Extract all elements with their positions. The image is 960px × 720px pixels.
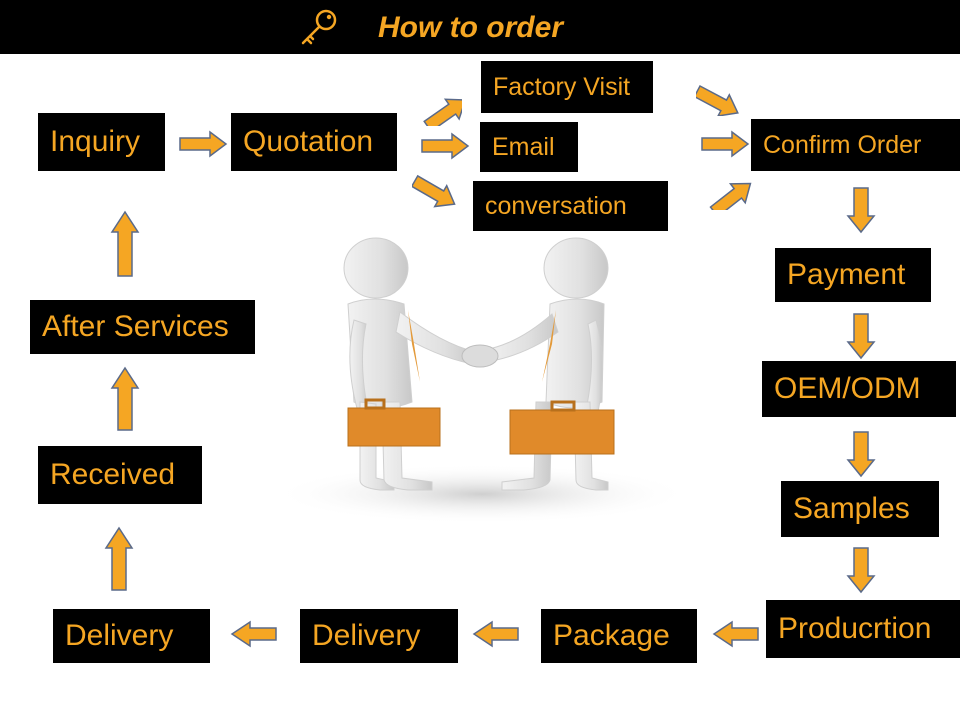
arrow-up-icon xyxy=(104,526,134,591)
header-bar xyxy=(0,0,960,54)
arrow-up-icon xyxy=(110,210,140,277)
page-title: How to order xyxy=(378,11,563,44)
step-package: Package xyxy=(541,609,697,663)
arrow-right-icon xyxy=(179,130,228,158)
step-email: Email xyxy=(480,122,578,172)
arrow-down-icon xyxy=(846,313,876,360)
step-oem-odm: OEM/ODM xyxy=(762,361,956,417)
arrow-up-icon xyxy=(110,366,140,431)
step-delivery-2: Delivery xyxy=(300,609,458,663)
step-inquiry: Inquiry xyxy=(38,113,165,171)
handshake-illustration xyxy=(272,237,692,524)
step-samples: Samples xyxy=(781,481,939,537)
arrow-down-icon xyxy=(846,431,876,478)
key-icon xyxy=(301,9,337,45)
step-conversation: conversation xyxy=(473,181,668,231)
step-production: Producrtion xyxy=(766,600,960,658)
step-received: Received xyxy=(38,446,202,504)
arrow-left-icon xyxy=(712,620,759,648)
step-delivery-1: Delivery xyxy=(53,609,210,663)
step-after-services: After Services xyxy=(30,300,255,354)
arrow-left-icon xyxy=(230,620,277,648)
arrow-right-icon xyxy=(421,132,470,160)
step-payment: Payment xyxy=(775,248,931,302)
arrow-down-right-icon xyxy=(412,174,456,208)
arrow-up-right-icon xyxy=(709,182,752,210)
arrow-up-right-icon xyxy=(423,98,462,126)
arrow-right-icon xyxy=(701,130,750,158)
arrow-down-icon xyxy=(846,187,876,234)
step-factory-visit: Factory Visit xyxy=(481,61,653,113)
arrow-down-right-icon xyxy=(696,84,739,116)
step-quotation: Quotation xyxy=(231,113,397,171)
arrow-down-icon xyxy=(846,547,876,594)
step-confirm-order: Confirm Order xyxy=(751,119,960,171)
arrow-left-icon xyxy=(472,620,519,648)
